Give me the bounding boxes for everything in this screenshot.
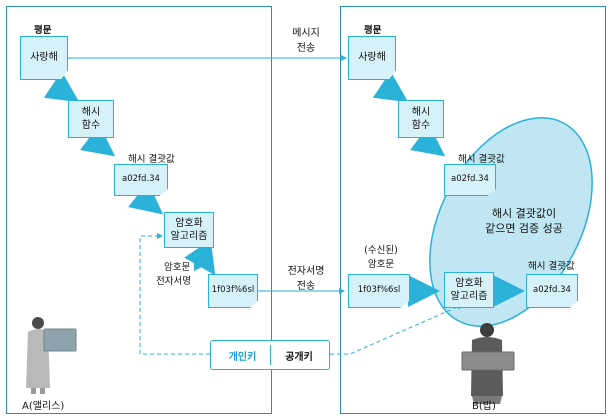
private-key-label: 개인키 [228,351,257,363]
bob-hash-function-label: 해시 함수 [411,106,431,132]
bob-hash-result-label: 해시 결괏값 [458,154,505,165]
alice-hash-value: a02fd.34 [122,174,160,185]
public-key-dashed-line [330,304,463,355]
bob-signature-value: 1f03f%6sl [357,285,401,296]
alice-plaintext-box: 사랑해 [20,36,68,80]
public-key-button: 공개키 [271,345,327,365]
alice-encryption-algorithm-box: 암호화 알고리즘 [164,212,214,248]
verification-note: 해시 결괏값이 같으면 검증 성공 [485,207,563,236]
bob-received-ciphertext-label: (수신된) 암호문 [364,245,398,270]
bob-encryption-algorithm-label: 암호화 알고리즘 [450,277,488,303]
bob-flow-arrows [372,71,525,307]
alice-plaintext: 사랑해 [30,52,58,64]
bob-hash-value-box: a02fd.34 [444,164,496,196]
bob-plaintext: 사랑해 [358,52,386,64]
alice-signature-box: 1f03f%6sl [208,274,258,308]
alice-signature-value: 1f03f%6sl [211,285,255,296]
bob-person-label: B(밥) [472,401,496,412]
alice-hash-value-box: a02fd.34 [114,164,168,196]
bob-hash-function-box: 해시 함수 [398,100,444,138]
bob-decrypted-hash-label: 해시 결괏값 [528,261,575,272]
bob-plaintext-label: 평문 [364,25,382,36]
private-key-dashed-line [139,233,210,355]
alice-hash-function-label: 해시 함수 [81,106,101,132]
bob-decrypted-hash-value: a02fd.34 [533,285,571,296]
alice-figure [26,317,77,394]
message-transfer-label: 메시지 전송 [292,28,320,54]
alice-signature-label: 전자서명 [156,276,191,287]
alice-ciphertext-label: 암호문 [164,262,191,273]
bob-figure [461,323,515,404]
private-key-button: 개인키 [215,345,271,365]
signature-transfer-label: 전자서명 전송 [287,266,325,292]
bob-hash-value: a02fd.34 [451,174,489,185]
bob-encryption-algorithm-box: 암호화 알고리즘 [444,272,494,308]
alice-hash-function-box: 해시 함수 [68,100,114,138]
bob-signature-box: 1f03f%6sl [348,274,410,308]
alice-hash-result-label: 해시 결괏값 [128,154,175,165]
bob-decrypted-hash-box: a02fd.34 [526,274,578,308]
bob-plaintext-box: 사랑해 [348,36,396,80]
alice-encryption-algorithm-label: 암호화 알고리즘 [170,217,208,243]
alice-plaintext-label: 평문 [34,25,52,36]
alice-person-label: A(앨리스) [22,401,65,412]
public-key-label: 공개키 [285,351,313,363]
key-pair-box: 개인키 공개키 [210,340,330,370]
